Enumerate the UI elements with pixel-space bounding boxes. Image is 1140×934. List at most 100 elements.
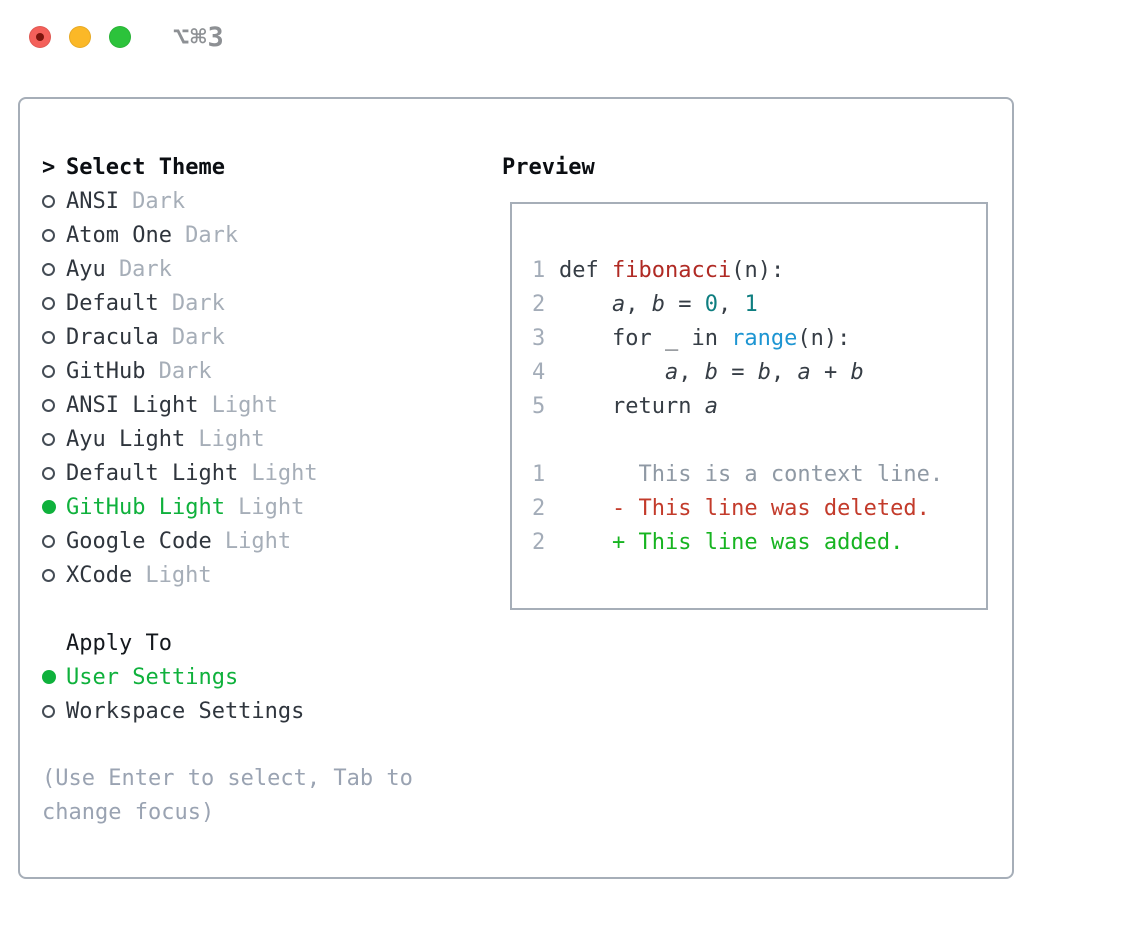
code-line: 5 return a	[532, 389, 986, 423]
code-line: 2 + This line was added.	[532, 525, 986, 559]
theme-name: ANSI Light	[66, 392, 199, 418]
theme-variant: Dark	[118, 256, 172, 282]
code-token: - This line was deleted.	[559, 495, 930, 521]
radio-icon	[42, 296, 66, 310]
code-text: + This line was added.	[559, 530, 903, 555]
theme-variant: Light	[198, 426, 265, 452]
theme-option-atom-one[interactable]: Atom One Dark	[42, 218, 472, 252]
code-token: range	[731, 325, 798, 351]
theme-name: ANSI	[66, 188, 119, 214]
radio-icon	[42, 466, 66, 480]
radio-circle-icon	[42, 670, 56, 684]
radio-icon	[42, 262, 66, 276]
theme-name: GitHub	[66, 358, 146, 384]
radio-circle-icon	[42, 296, 55, 310]
code-line: 2 a, b = 0, 1	[532, 287, 986, 321]
line-number: 2	[532, 529, 546, 555]
theme-name: Atom One	[66, 222, 172, 248]
code-token: return	[559, 393, 705, 419]
radio-icon	[42, 704, 66, 718]
maximize-button[interactable]	[109, 26, 131, 48]
line-number: 1	[532, 257, 546, 283]
code-token: =	[717, 359, 758, 385]
theme-option-ansi[interactable]: ANSI Dark	[42, 184, 472, 218]
window-title: ⌥⌘3	[173, 21, 225, 53]
theme-name: Default Light	[66, 460, 239, 486]
code-token: fibonacci	[611, 257, 732, 283]
code-token: b	[704, 359, 718, 385]
theme-option-google-code[interactable]: Google Code Light	[42, 524, 472, 558]
radio-circle-icon	[42, 568, 55, 582]
code-line	[532, 423, 986, 457]
code-text: a, b = 0, 1	[559, 292, 758, 317]
theme-variant: Light	[211, 392, 278, 418]
theme-variant: Dark	[132, 188, 186, 214]
theme-variant: Dark	[171, 290, 225, 316]
radio-circle-icon	[42, 228, 55, 242]
code-text: a, b = b, a + b	[559, 360, 864, 385]
code-token: ,	[717, 291, 745, 317]
radio-icon	[42, 228, 66, 242]
code-line: 1 def fibonacci(n):	[532, 253, 986, 287]
code-token: b	[757, 359, 771, 385]
theme-name: Google Code	[66, 528, 212, 554]
theme-option-ansi-light[interactable]: ANSI Light Light	[42, 388, 472, 422]
radio-icon	[42, 364, 66, 378]
radio-circle-icon	[42, 534, 55, 548]
code-token	[559, 360, 665, 385]
theme-variant: Dark	[185, 222, 239, 248]
close-button[interactable]	[29, 26, 51, 48]
radio-icon	[42, 534, 66, 548]
minimize-button[interactable]	[69, 26, 91, 48]
apply-option-label: Workspace Settings	[66, 698, 305, 724]
select-theme-title: Select Theme	[66, 154, 225, 180]
apply-option-label: User Settings	[66, 664, 239, 690]
code-line: 4 a, b = b, a + b	[532, 355, 986, 389]
radio-circle-icon	[42, 398, 55, 412]
radio-selected-icon	[42, 500, 66, 514]
code-text: def fibonacci(n):	[559, 258, 784, 283]
apply-option-user-settings[interactable]: User Settings	[42, 660, 472, 694]
code-text: for _ in range(n):	[559, 326, 850, 351]
radio-selected-icon	[42, 670, 66, 684]
preview-title: Preview	[502, 154, 595, 180]
code-text: return a	[559, 394, 718, 419]
apply-to-header: Apply To	[42, 626, 472, 660]
radio-circle-icon	[42, 466, 55, 480]
code-token: for _ in	[559, 325, 732, 351]
radio-circle-icon	[42, 704, 55, 718]
line-number: 1	[532, 461, 546, 487]
apply-to-title: Apply To	[66, 630, 172, 656]
radio-icon	[42, 330, 66, 344]
code-token: (n):	[731, 257, 785, 283]
apply-option-workspace-settings[interactable]: Workspace Settings	[42, 694, 472, 728]
code-token: a	[611, 291, 626, 317]
titlebar: ⌥⌘3	[29, 22, 225, 53]
line-number: 5	[532, 393, 546, 419]
theme-variant: Light	[224, 528, 292, 554]
line-number: 2	[532, 495, 546, 521]
select-theme-header: > Select Theme	[42, 150, 472, 184]
code-token: (n):	[797, 325, 851, 351]
code-token: +	[810, 359, 851, 385]
code-token: + This line was added.	[559, 529, 904, 555]
code-token: This is a context line.	[559, 461, 944, 487]
code-token: ,	[625, 291, 652, 317]
radio-circle-icon	[42, 500, 56, 514]
code-text: This is a context line.	[559, 462, 943, 487]
spacer	[42, 592, 472, 626]
theme-name: Dracula	[66, 324, 159, 350]
